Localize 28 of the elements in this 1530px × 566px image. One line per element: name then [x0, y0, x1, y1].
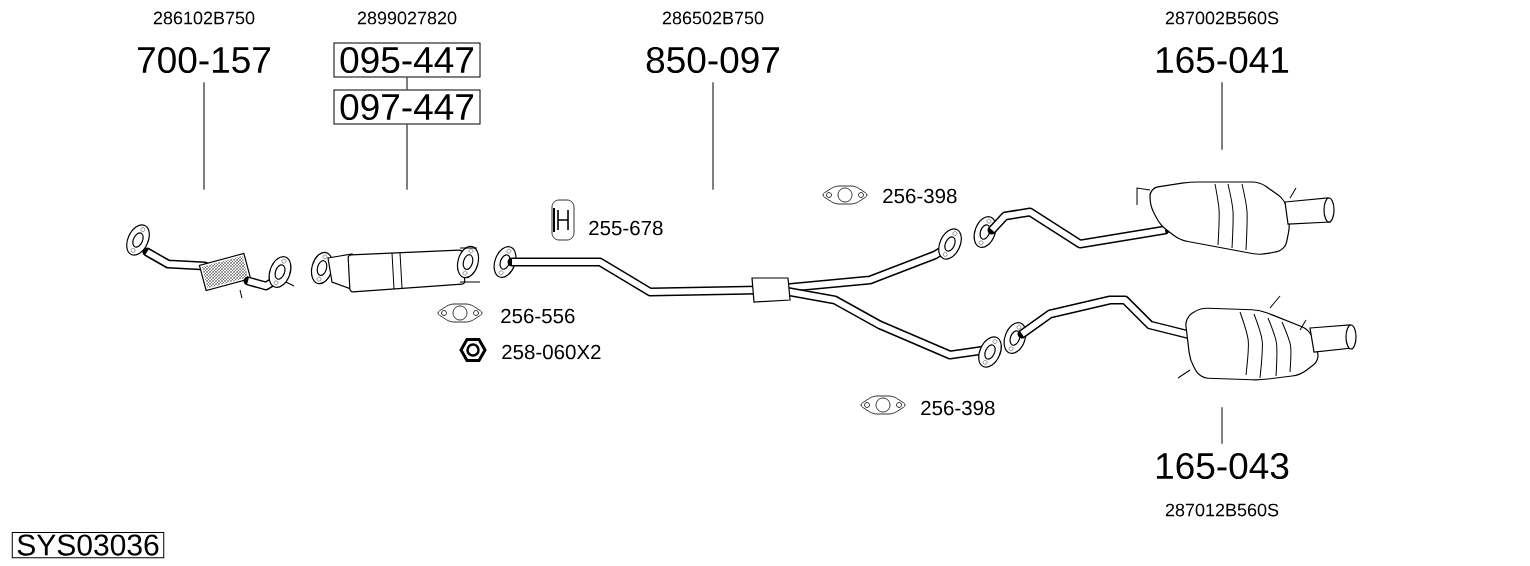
front-pipe-drawing	[239, 256, 295, 299]
part-number: 256-398	[883, 188, 957, 204]
leader-line	[406, 77, 408, 90]
part-number-box: 095-447	[333, 42, 481, 78]
system-code-box: SYS03036	[11, 531, 165, 559]
oem-number: 287012B560S	[1165, 503, 1279, 517]
part-number: 256-556	[501, 308, 575, 324]
part-number: 256-398	[921, 400, 995, 416]
part-number: 165-041	[1156, 46, 1289, 74]
rear-muffler-drawing	[1003, 295, 1357, 381]
leader-line	[712, 81, 714, 191]
part-number: 255-678	[589, 220, 663, 236]
catalytic-converter-drawing	[310, 245, 481, 293]
front-pipe-drawing	[126, 224, 252, 292]
oem-number: 286502B750	[662, 11, 764, 25]
part-number: 850-097	[646, 46, 779, 74]
part-number: 700-157	[138, 46, 270, 74]
leader-line	[406, 124, 408, 191]
rear-muffler-drawing	[973, 181, 1335, 255]
oem-number: 286102B750	[153, 11, 255, 25]
oem-number: 2899027820	[357, 11, 457, 25]
part-number-box: 097-447	[333, 89, 481, 125]
leader-line	[1221, 406, 1223, 445]
part-number: 165-043	[1156, 452, 1289, 480]
leader-line	[203, 81, 205, 191]
oem-number: 287002B560S	[1165, 11, 1279, 25]
part-number: 258-060X2	[502, 344, 601, 360]
leader-line	[1221, 81, 1223, 151]
